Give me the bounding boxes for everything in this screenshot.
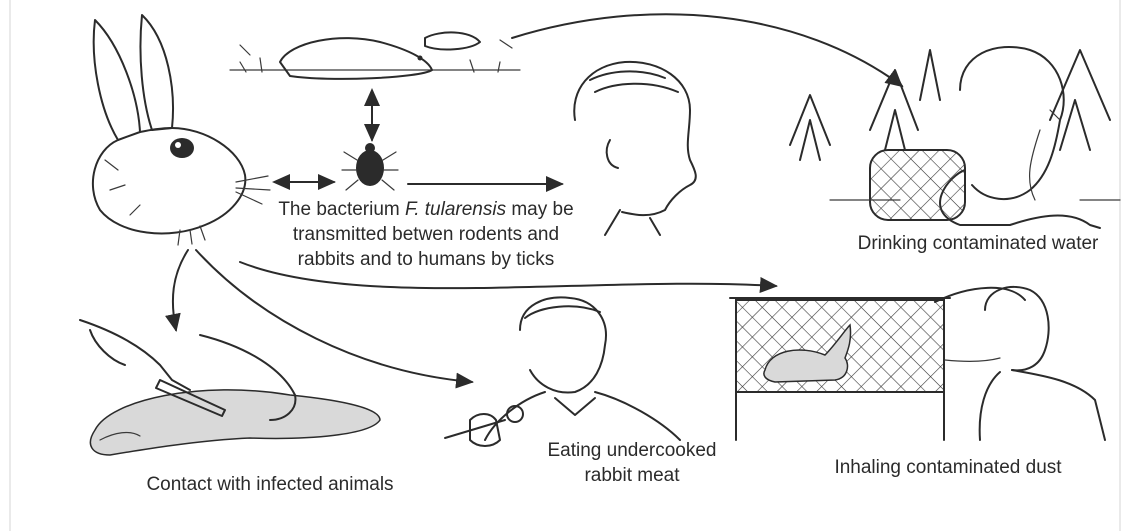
arrow-to-water — [512, 14, 902, 86]
arrow-to-contact — [173, 250, 188, 330]
label-bacterium-name: F. tularensis — [405, 199, 506, 220]
label-bacterium-line2: transmitted betwen rodents and — [293, 224, 559, 245]
label-bacterium-post: may be — [506, 199, 574, 220]
label-inhaling-dust: Inhaling contaminated dust — [798, 455, 1098, 480]
label-bacterium-pre: The bacterium — [278, 199, 405, 220]
label-eating-meat: Eating undercooked rabbit meat — [512, 438, 752, 488]
rodent-illustration — [230, 32, 520, 78]
label-eating-line2: rabbit meat — [584, 465, 679, 486]
skinning-rabbit-illustration — [80, 320, 380, 455]
man-eating-illustration — [445, 297, 680, 446]
tick-illustration — [342, 143, 398, 190]
label-eating-line1: Eating undercooked — [547, 440, 716, 461]
label-bacterium-transmission: The bacterium F. tularensis may be trans… — [236, 197, 616, 272]
label-contact-animals: Contact with infected animals — [100, 472, 440, 497]
label-bacterium-line3: rabbits and to humans by ticks — [298, 249, 555, 270]
caged-rabbit-illustration — [730, 287, 1105, 440]
label-drinking-water: Drinking contaminated water — [828, 231, 1128, 256]
man-drinking-illustration — [790, 47, 1120, 228]
